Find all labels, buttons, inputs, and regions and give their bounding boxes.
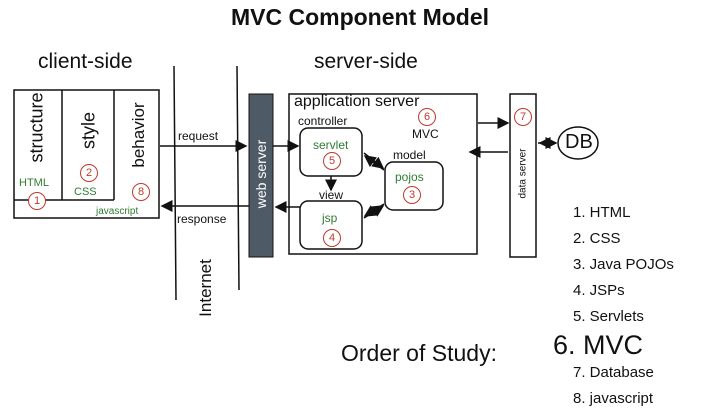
html-number-badge: 1 (28, 192, 46, 210)
data-server-bar (509, 93, 537, 258)
jsp-label: jsp (322, 211, 338, 225)
behavior-label: behavior (129, 102, 148, 168)
request-label: request (178, 129, 219, 143)
jsp-to-pojos-arrow (363, 205, 385, 219)
study-list: 1. HTML 2. CSS 3. Java POJOs 4. JSPs 5. … (553, 200, 674, 412)
study-item: 5. Servlets (573, 308, 644, 325)
internet-line-right (236, 65, 240, 291)
css-label: CSS (74, 186, 97, 198)
db-label: DB (565, 131, 593, 153)
app-server-box (288, 93, 478, 255)
diagram-title: MVC Component Model (230, 4, 490, 30)
study-item: 4. JSPs (573, 282, 625, 299)
mvc-number-badge: 6 (418, 108, 436, 126)
db-circle (557, 126, 599, 160)
response-label: response (177, 212, 227, 226)
order-of-study-heading: Order of Study: (341, 340, 497, 366)
study-item: 7. Database (573, 364, 654, 381)
pojos-to-servlet-arrow (363, 155, 385, 171)
css-number-badge: 2 (80, 164, 98, 182)
internet-line-left (173, 65, 177, 301)
servlet-to-pojos-arrow (363, 152, 385, 169)
server-side-header: server-side (314, 50, 418, 73)
data-server-number-badge: 7 (514, 108, 532, 126)
web-server-bar (248, 93, 274, 258)
data-server-label: data server (517, 148, 529, 199)
view-label: view (319, 188, 344, 202)
mvc-label: MVC (412, 127, 439, 141)
study-item: 8. javascript (573, 390, 654, 407)
model-label: model (393, 148, 426, 162)
study-item: 6. MVC (553, 330, 644, 360)
javascript-number-badge: 8 (132, 183, 150, 201)
jsp-box (299, 200, 363, 250)
app-server-title: application server (294, 93, 420, 110)
internet-label: Internet (196, 259, 215, 317)
pojos-box (384, 161, 444, 211)
study-item: 1. HTML (573, 204, 631, 221)
pojos-number-badge: 3 (403, 186, 421, 204)
javascript-label: javascript (96, 206, 139, 217)
client-side-header: client-side (38, 50, 133, 73)
web-server-label: web server (253, 139, 269, 209)
pojos-to-jsp-arrow (363, 203, 385, 217)
jsp-number-badge: 4 (323, 229, 341, 247)
pojos-label: pojos (395, 170, 424, 184)
study-item: 3. Java POJOs (573, 256, 674, 273)
controller-label: controller (298, 114, 348, 128)
servlet-number-badge: 5 (323, 152, 341, 170)
servlet-label: servlet (313, 138, 349, 152)
structure-label: structure (26, 92, 47, 163)
study-item: 2. CSS (573, 230, 621, 247)
html-label: HTML (19, 177, 49, 189)
style-label: style (78, 112, 99, 150)
